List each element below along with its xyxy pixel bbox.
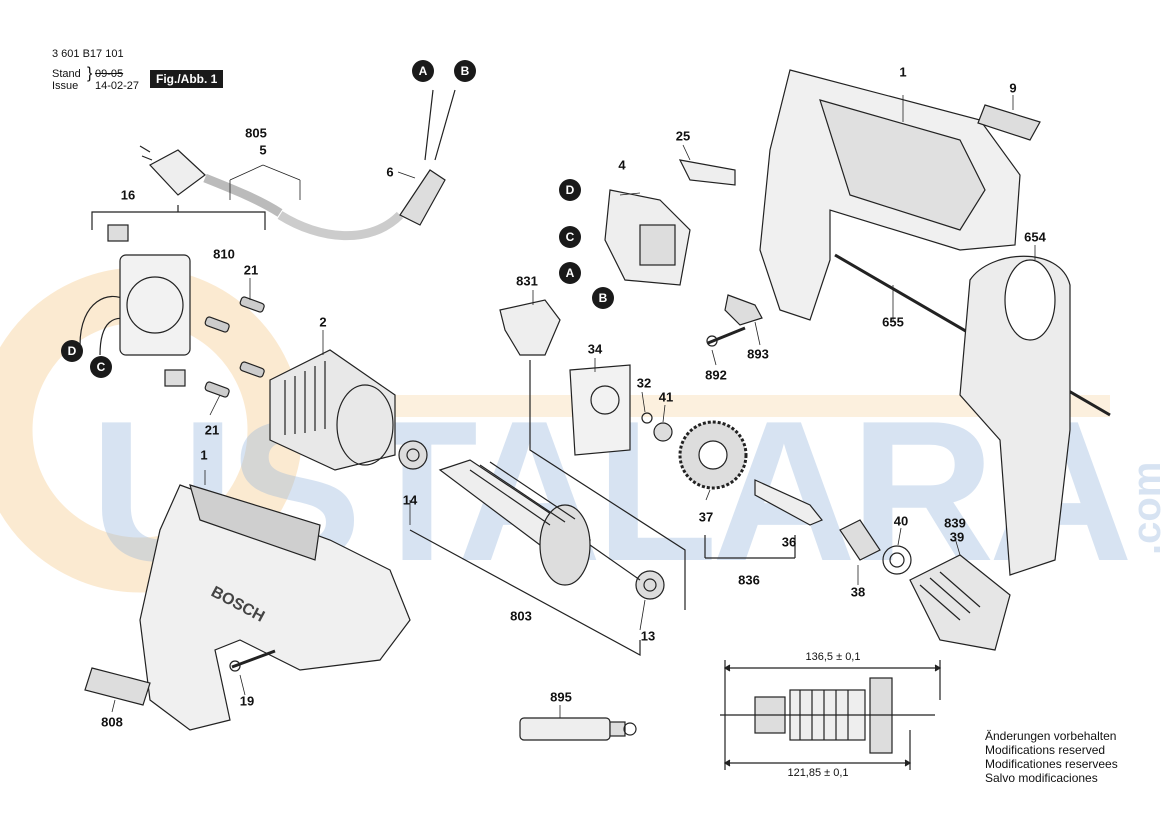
part-label-893: 893: [747, 346, 769, 362]
part-label-836: 836: [738, 572, 760, 588]
part-label-810: 810: [213, 246, 235, 262]
part-label-831: 831: [516, 273, 538, 289]
dimension-top: 136,5 ± 0,1: [805, 651, 861, 663]
armature-dimension-drawing: [720, 660, 942, 770]
part-label-895: 895: [550, 689, 572, 705]
note-de: Änderungen vorbehalten: [985, 729, 1117, 743]
leader-lines: [111, 95, 1036, 718]
label-808: [84, 667, 151, 706]
part-label-16: 16: [120, 187, 136, 203]
part-label-37: 37: [698, 509, 714, 525]
part-label-9: 9: [1009, 80, 1017, 96]
dimension-bottom: 121,85 ± 0,1: [787, 767, 849, 779]
part-label-4: 4: [618, 157, 626, 173]
part-label-32: 32: [636, 375, 652, 391]
plate-34: [569, 364, 631, 456]
issue-value: 14-02-27: [95, 80, 140, 92]
part-label-14: 14: [402, 492, 418, 508]
bearing-41: [653, 422, 673, 442]
cover-831: [499, 299, 561, 356]
modification-notes: Änderungen vorbehalten Modifications res…: [985, 729, 1118, 785]
aux-handle: [959, 255, 1071, 576]
doc-number: 3 601 B17 101: [52, 48, 124, 60]
part-label-38: 38: [850, 584, 866, 600]
switch-slider: [678, 159, 736, 186]
watermark-band: [360, 395, 1110, 417]
part-893: [724, 294, 763, 326]
part-label-25: 25: [675, 128, 691, 144]
part-label-2: 2: [319, 314, 327, 330]
part-label-5: 5: [259, 142, 267, 158]
issue-label: Issue: [52, 80, 79, 92]
note-en: Modifications reserved: [985, 743, 1106, 757]
washer-40: [882, 545, 912, 575]
header-brace: }: [87, 65, 93, 82]
stand-label: Stand: [52, 68, 81, 80]
part-label-655: 655: [882, 314, 904, 330]
part-label-41: 41: [658, 389, 674, 405]
part-label-40: 40: [893, 513, 909, 529]
part-label-6: 6: [386, 164, 394, 180]
housing-top: [759, 69, 1021, 321]
note-fr: Modificationes reservees: [985, 757, 1118, 771]
part-label-21-top: 21: [243, 262, 259, 278]
ball-32: [641, 412, 653, 424]
brush-holder: [107, 224, 191, 387]
part-label-654: 654: [1024, 229, 1046, 245]
part-label-39: 39: [949, 529, 965, 545]
chuck: [909, 554, 1011, 651]
label-9: [977, 104, 1041, 141]
part-label-805: 805: [245, 125, 267, 141]
screw-19: [231, 649, 276, 669]
part-label-13: 13: [640, 628, 656, 644]
power-cord: [139, 89, 456, 241]
stator: [269, 349, 396, 471]
part-label-34: 34: [587, 341, 603, 357]
part-label-19: 19: [239, 693, 255, 709]
armature: [438, 459, 641, 586]
bearing-14: [398, 440, 428, 470]
bearing-13: [635, 570, 665, 600]
part-label-1-housing: 1: [899, 64, 907, 80]
part-label-803: 803: [510, 608, 532, 624]
part-label-36: 36: [781, 534, 797, 550]
part-label-21-bottom: 21: [204, 422, 220, 438]
screw-892: [707, 326, 746, 345]
carbon-brush-top: [204, 316, 230, 333]
housing-front: BOSCH: [139, 484, 411, 731]
part-38: [839, 519, 881, 561]
figure-label: Fig./Abb. 1: [150, 70, 224, 88]
part-label-892: 892: [705, 367, 727, 383]
grease-tube: [519, 717, 637, 741]
part-label-808: 808: [101, 714, 123, 730]
part-label-839: 839: [944, 515, 966, 531]
part-label-1-front: 1: [200, 447, 208, 463]
switch: [604, 189, 691, 286]
note-es: Salvo modificaciones: [985, 771, 1098, 785]
watermark-suffix: .com: [1125, 462, 1169, 555]
spindle-36: [754, 479, 823, 526]
stand-value: 09-05: [95, 68, 124, 80]
carbon-brush-bottom: [204, 381, 230, 398]
